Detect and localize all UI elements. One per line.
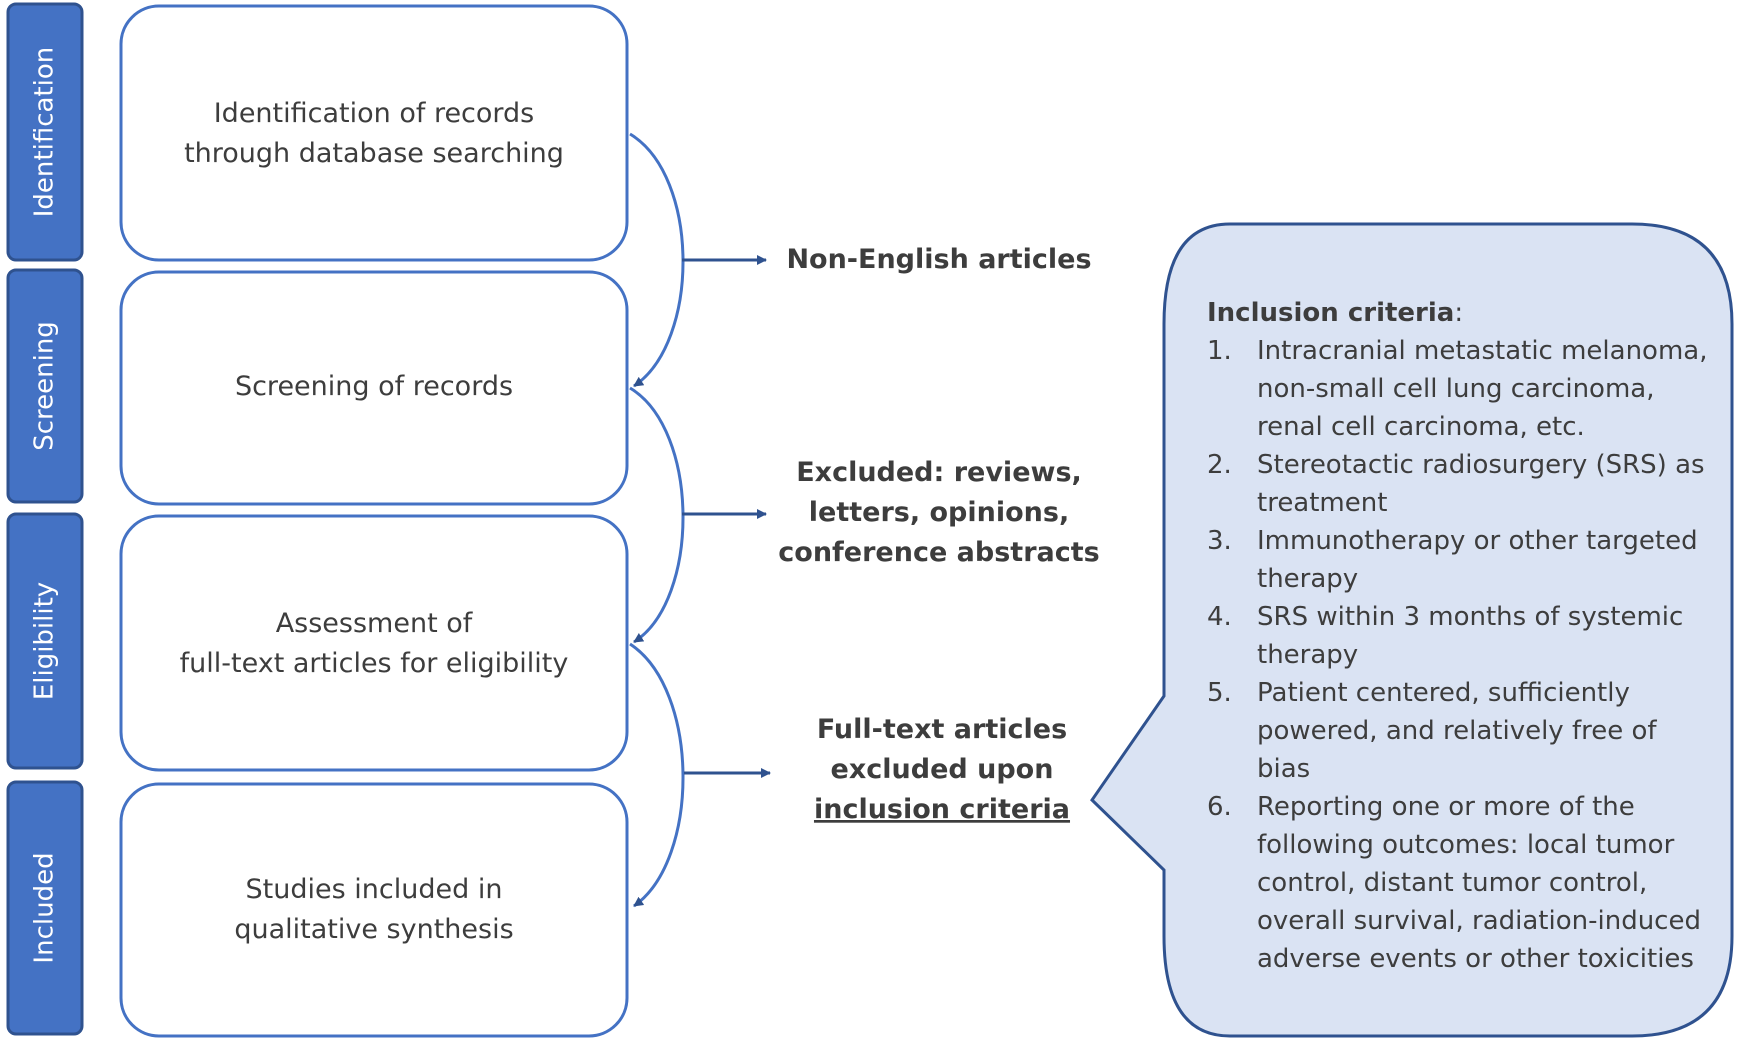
criteria-item-line: renal cell carcinoma, etc. — [1257, 412, 1585, 442]
box-line: through database searching — [184, 138, 564, 169]
connector-identification-to-screening — [629, 132, 685, 388]
box-line: Identification of records — [214, 98, 535, 129]
criteria-item-line: SRS within 3 months of systemic — [1257, 602, 1683, 632]
exclusion-line: excluded upon — [831, 754, 1054, 785]
exclusion-line: conference abstracts — [778, 537, 1099, 568]
box-line: Assessment of — [276, 608, 474, 639]
connector-eligibility-to-included — [629, 642, 685, 908]
stage-eligibility: Eligibility — [6, 512, 84, 770]
exclusion-line: Excluded: reviews, — [796, 457, 1082, 488]
box-screening: Screening of records — [119, 270, 629, 506]
stage-label: Included — [30, 852, 60, 963]
criteria-title-colon: : — [1454, 298, 1463, 328]
criteria-item-line: Immunotherapy or other targeted — [1257, 526, 1698, 556]
exclusion-non-english: Non-English articles — [786, 244, 1091, 275]
stage-included: Included — [6, 780, 84, 1036]
box-line: qualitative synthesis — [234, 914, 513, 945]
criteria-item-line: following outcomes: local tumor — [1257, 830, 1675, 860]
criteria-title: Inclusion criteria — [1207, 298, 1454, 328]
box-eligibility: Assessment of full-text articles for eli… — [119, 514, 629, 772]
stage-screening: Screening — [6, 268, 84, 504]
criteria-item-line: powered, and relatively free of — [1257, 716, 1657, 746]
criteria-item-line: therapy — [1257, 640, 1358, 670]
box-line: Screening of records — [235, 371, 513, 402]
box-identification: Identification of records through databa… — [119, 4, 629, 262]
criteria-item-number: 3. — [1207, 526, 1232, 556]
criteria-item-line: treatment — [1257, 488, 1387, 518]
connector-screening-to-eligibility — [629, 386, 685, 644]
criteria-item-line: Stereotactic radiosurgery (SRS) as — [1257, 450, 1705, 480]
criteria-item-line: adverse events or other toxicities — [1257, 944, 1694, 974]
criteria-item-number: 1. — [1207, 336, 1232, 366]
criteria-item-number: 6. — [1207, 792, 1232, 822]
criteria-item-line: Patient centered, sufficiently — [1257, 678, 1630, 708]
exclusion-line: letters, opinions, — [809, 497, 1069, 528]
criteria-item-number: 2. — [1207, 450, 1232, 480]
box-included: Studies included in qualitative synthesi… — [119, 782, 629, 1038]
criteria-item-number: 4. — [1207, 602, 1232, 632]
stage-identification: Identification — [6, 2, 84, 262]
box-line: full-text articles for eligibility — [180, 648, 569, 679]
criteria-item-line: bias — [1257, 754, 1310, 784]
criteria-item-line: Intracranial metastatic melanoma, — [1257, 336, 1708, 366]
box-line: Studies included in — [246, 874, 503, 905]
exclusion-line: Full-text articles — [817, 714, 1067, 745]
criteria-callout — [1090, 222, 1734, 1038]
criteria-list: 1. Intracranial metastatic melanoma, non-s… — [1207, 336, 1708, 974]
criteria-item-number: 5. — [1207, 678, 1232, 708]
criteria-item-line: therapy — [1257, 564, 1358, 594]
stage-label: Screening — [30, 321, 60, 451]
stage-label: Eligibility — [30, 582, 60, 700]
stage-label: Identification — [30, 47, 60, 217]
exclusion-line-underlined: inclusion criteria — [814, 794, 1070, 825]
criteria-title-line: Inclusion criteria: — [1207, 298, 1463, 328]
criteria-item-line: Reporting one or more of the — [1257, 792, 1635, 822]
criteria-item-line: overall survival, radiation-induced — [1257, 906, 1701, 936]
criteria-item-line: non-small cell lung carcinoma, — [1257, 374, 1655, 404]
criteria-item-line: control, distant tumor control, — [1257, 868, 1647, 898]
